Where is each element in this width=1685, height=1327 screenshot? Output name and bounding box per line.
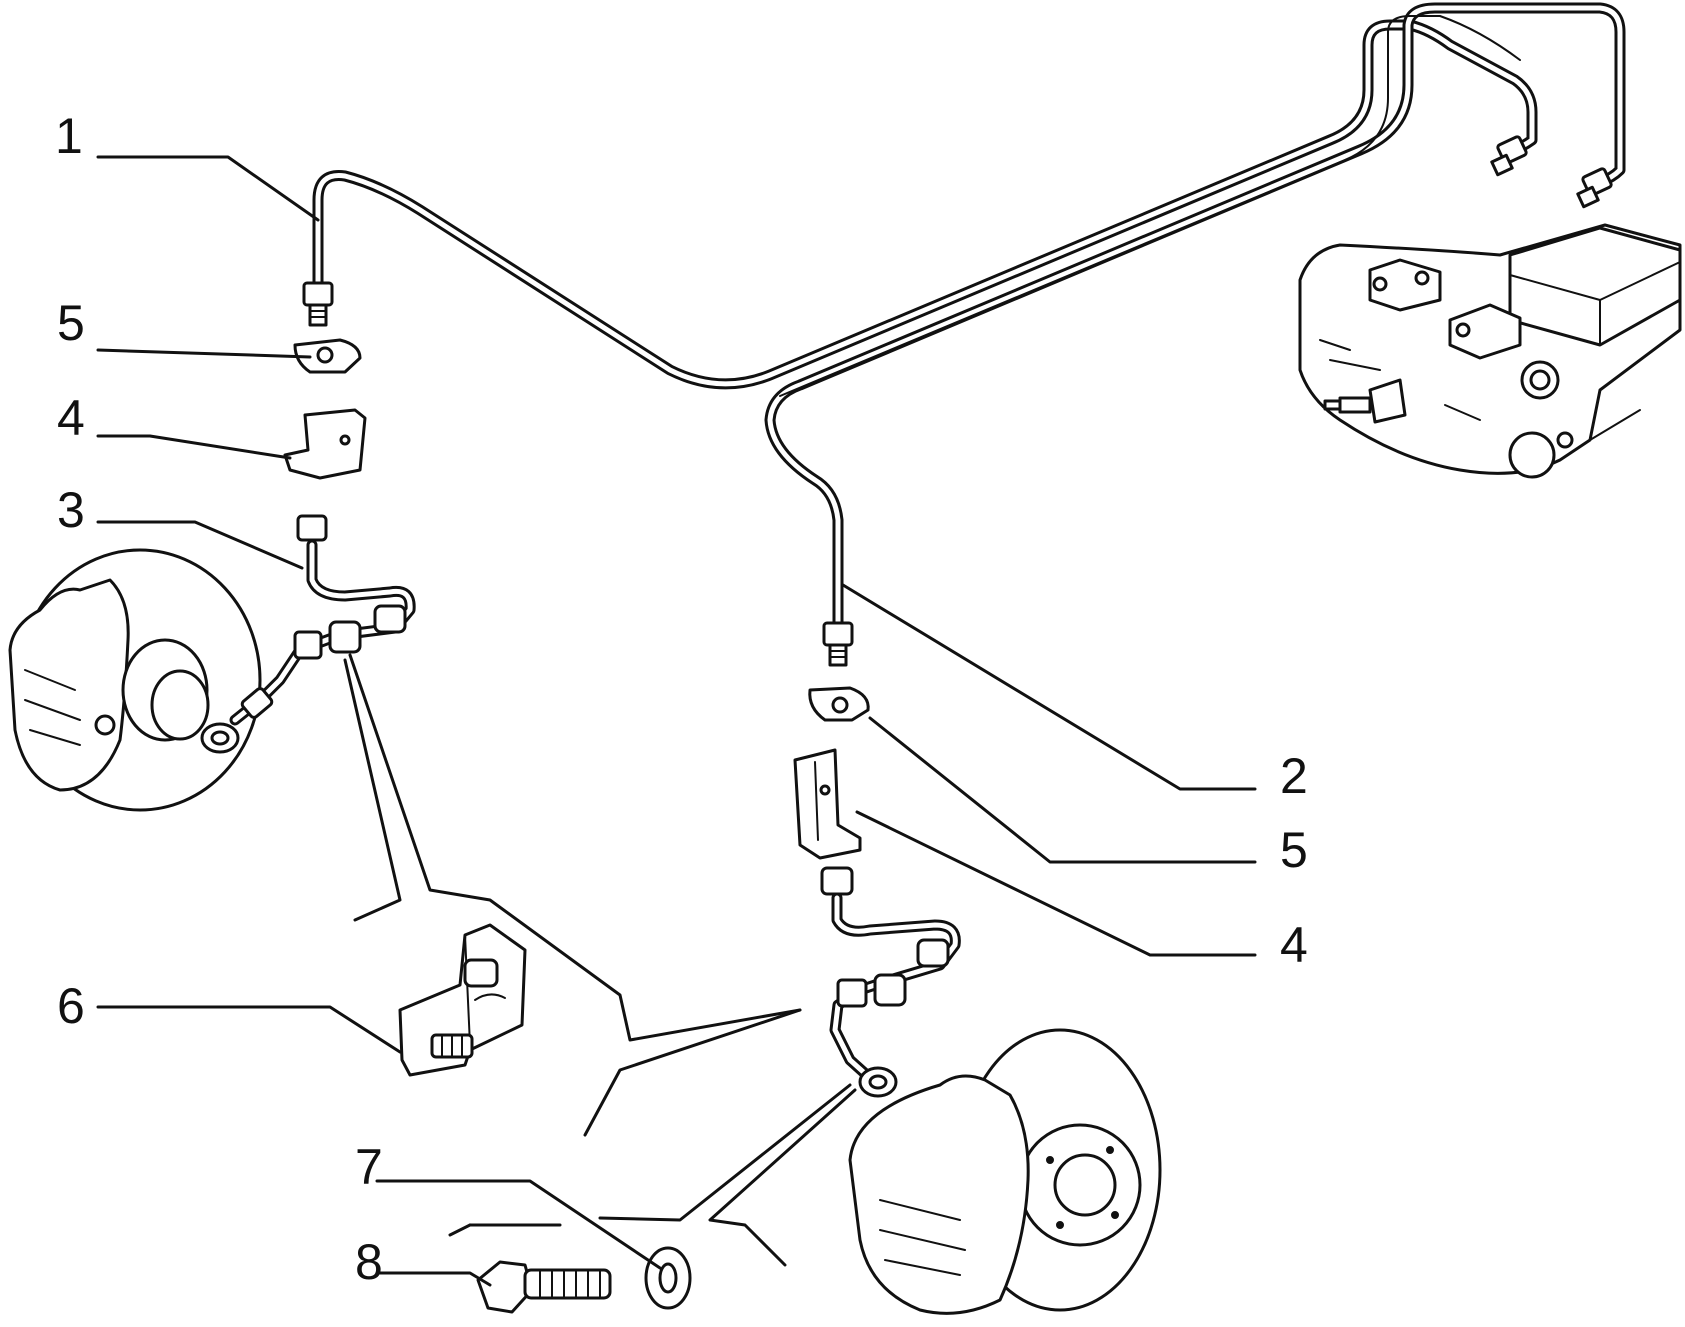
callout-4-left: 4	[57, 390, 85, 446]
brake-pipe-2	[764, 2, 1626, 631]
pipe-1-end-fitting	[302, 281, 334, 327]
bracket-4-right	[793, 748, 862, 860]
callout-1: 1	[55, 108, 83, 164]
bracket-6	[398, 923, 527, 1077]
washer-7	[644, 1246, 692, 1310]
detail-connector-lines	[343, 653, 857, 1267]
right-brake-disc-assembly	[848, 1028, 1162, 1315]
callout-6: 6	[57, 978, 85, 1034]
callout-2: 2	[1280, 748, 1308, 804]
leader-lines	[96, 155, 1257, 1287]
pipe-upper-fittings	[1490, 135, 1613, 209]
callout-labels: 1 5 4 3 6 7 8 2 5 4	[55, 108, 1308, 1290]
bracket-4-left	[283, 408, 367, 480]
pipe-2-end-fitting	[822, 621, 854, 667]
flex-hose-right	[820, 866, 961, 1098]
callout-8: 8	[355, 1234, 383, 1290]
banjo-bolt-8	[476, 1260, 612, 1314]
abs-hydraulic-unit	[1298, 223, 1682, 479]
callout-5-left: 5	[57, 295, 85, 351]
callout-3: 3	[57, 482, 85, 538]
callout-5-right: 5	[1280, 822, 1308, 878]
clip-5-right	[808, 686, 870, 722]
flex-hose-3-left	[200, 514, 416, 754]
left-brake-disc-assembly	[8, 548, 262, 812]
callout-7: 7	[355, 1139, 383, 1195]
brake-pipe-1	[312, 19, 1538, 390]
callout-4-right: 4	[1280, 917, 1308, 973]
